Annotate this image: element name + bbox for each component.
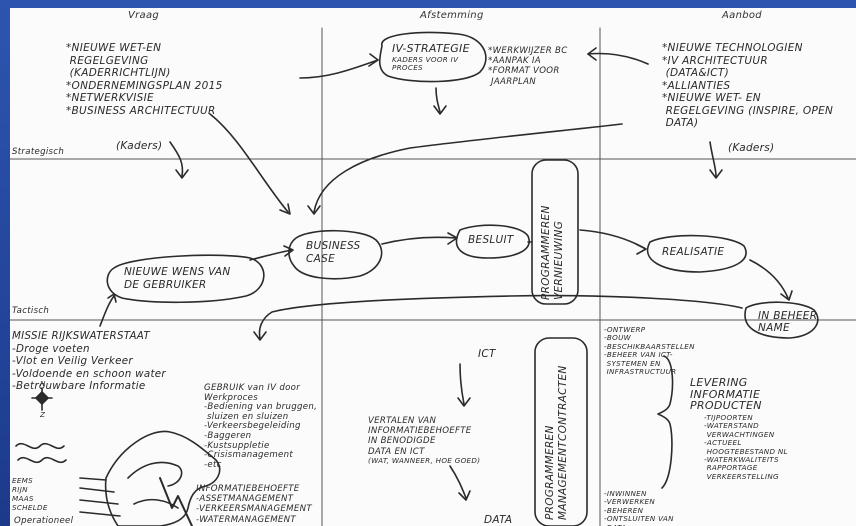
kaders-right: (Kaders)	[728, 142, 775, 154]
vraag-strategic-list: *NIEUWE WET-EN REGELGEVING (KADERRICHTLI…	[66, 42, 223, 117]
levering-label: LEVERING INFORMATIE PRODUCTEN	[690, 376, 762, 412]
rivers-list: EEMS RIJN MAAS SCHELDE	[12, 476, 48, 512]
realisatie-bubble	[646, 234, 747, 273]
programmeren-vernieuwing-box	[531, 159, 579, 305]
vertalen-sub: (WAT, WANNEER, HOE GOED)	[368, 456, 481, 465]
in-beheer-bubble	[744, 301, 819, 339]
arrow-vraag-to-iv	[299, 59, 379, 79]
wave-2	[17, 456, 67, 464]
compass-z: Z	[40, 410, 46, 419]
header-vraag: Vraag	[128, 10, 160, 21]
wave-1	[15, 442, 65, 450]
ict-label: ICT	[478, 348, 496, 360]
kaders-left: (Kaders)	[116, 140, 163, 152]
business-case-bubble	[288, 229, 383, 280]
vertalen-label: VERTALEN VAN INFORMATIEBEHOEFTE IN BENOD…	[368, 416, 472, 457]
gebruik-list: GEBRUIK van IV door Werkproces -Bedienin…	[204, 383, 318, 470]
aanbod-ops-top-list: -ONTWERP -BOUW -BESCHIKBAARSTELLEN -BEHE…	[604, 325, 695, 377]
brace-levering	[657, 355, 674, 489]
iv-strategie-bubble	[378, 31, 487, 83]
arrow-missie-up	[99, 295, 115, 327]
header-afstemming: Afstemming	[420, 10, 484, 21]
row-label-operationeel: Operationeel	[14, 516, 74, 526]
iv-strategie-title: IV-STRATEGIE	[392, 42, 470, 55]
nieuwe-wens-bubble	[106, 254, 265, 304]
arrow-ict-down	[459, 363, 465, 405]
besluit-bubble	[455, 224, 530, 259]
informatiebehoefte-list: INFORMATIEBEHOEFTE -ASSETMANAGEMENT -VER…	[196, 484, 312, 525]
aanbod-strategic-list: *NIEUWE TECHNOLOGIEN *IV ARCHITECTUUR (D…	[662, 42, 834, 129]
diagram-lines	[10, 27, 856, 526]
arrow-vertalen-down	[449, 465, 467, 499]
arrow-kaders-left	[169, 141, 184, 177]
arrow-wens-to-bc	[249, 249, 293, 261]
arrow-prog-to-realisatie	[579, 229, 645, 249]
missie-list: MISSIE RIJKSWATERSTAAT -Droge voeten -Vl…	[12, 330, 166, 393]
arrow-realisatie-to-beheer	[749, 259, 789, 299]
aanbod-ops-bottom-list: -INWINNEN -VERWERKEN -BEHEREN -ONTSLUITE…	[604, 489, 674, 526]
arrow-vraag-to-bc	[209, 113, 289, 213]
arrow-bc-to-besluit	[381, 236, 457, 245]
besluit-label: BESLUIT	[468, 234, 514, 246]
realisatie-label: REALISATIE	[662, 246, 725, 258]
nieuwe-wens-label: NIEUWE WENS VAN DE GEBRUIKER	[124, 266, 231, 291]
afstemming-list: *WERKWIJZER BC *AANPAK IA *FORMAT VOOR J…	[488, 46, 568, 87]
netherlands-map-sketch	[104, 430, 221, 526]
programmeren-vernieuwing-label: PROGRAMMEREN VERNIEUWING	[540, 205, 565, 300]
arrow-aanbod-to-afstemming	[587, 52, 649, 65]
header-aanbod: Aanbod	[722, 10, 762, 21]
row-label-strategisch: Strategisch	[12, 147, 65, 157]
arrow-kaders-right	[709, 141, 717, 177]
programmeren-management-label: PROGRAMMEREN MANAGEMENTCONTRACTEN	[544, 365, 569, 520]
row-label-tactisch: Tactisch	[12, 306, 50, 316]
arrow-aanbod-to-bc	[313, 123, 623, 213]
compass-n: N	[40, 379, 46, 388]
business-case-label: BUSINESS CASE	[306, 240, 361, 265]
arrow-tactisch-loop	[258, 294, 743, 339]
programmeren-management-box	[534, 337, 588, 526]
levering-list: -TIJPOORTEN -WATERSTAND VERWACHTINGEN -A…	[704, 413, 788, 481]
in-beheer-label: IN BEHEER NAME	[758, 310, 818, 334]
iv-strategie-sub: KADERS VOOR IV PROCES	[392, 55, 459, 73]
data-label: DATA	[484, 514, 513, 526]
diagram-sheet: Vraag Afstemming Aanbod Strategisch Tact…	[10, 8, 856, 526]
arrow-iv-down	[435, 87, 441, 113]
